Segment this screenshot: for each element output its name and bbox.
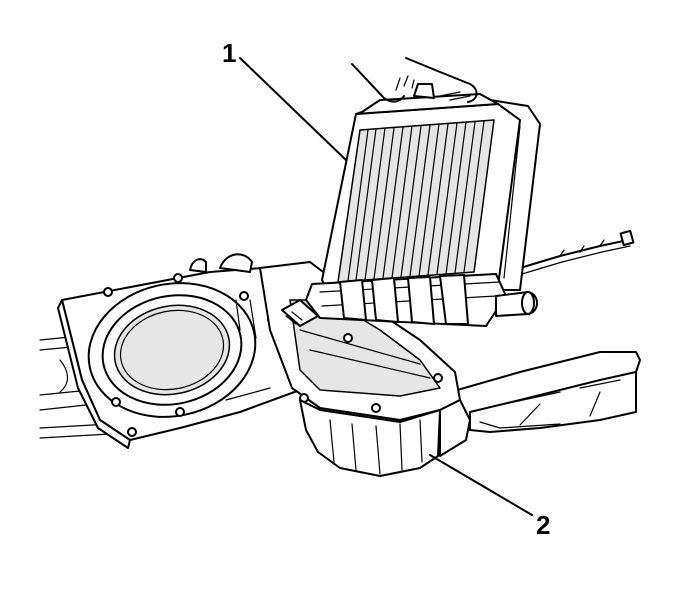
core-fins xyxy=(347,120,485,282)
callout-label-2: 2 xyxy=(536,510,550,540)
leader-line-2 xyxy=(429,454,533,516)
callout-1: 1 xyxy=(222,38,347,161)
callout-2: 2 xyxy=(429,454,550,540)
heater-core-housing xyxy=(259,261,471,477)
heater-core xyxy=(305,83,541,327)
housing-extension-right xyxy=(439,351,641,433)
hvac-case-upper-left xyxy=(57,253,301,449)
wire-harness xyxy=(519,229,635,275)
leader-line-1 xyxy=(239,57,347,161)
hands xyxy=(351,57,478,103)
callout-label-1: 1 xyxy=(222,38,236,68)
